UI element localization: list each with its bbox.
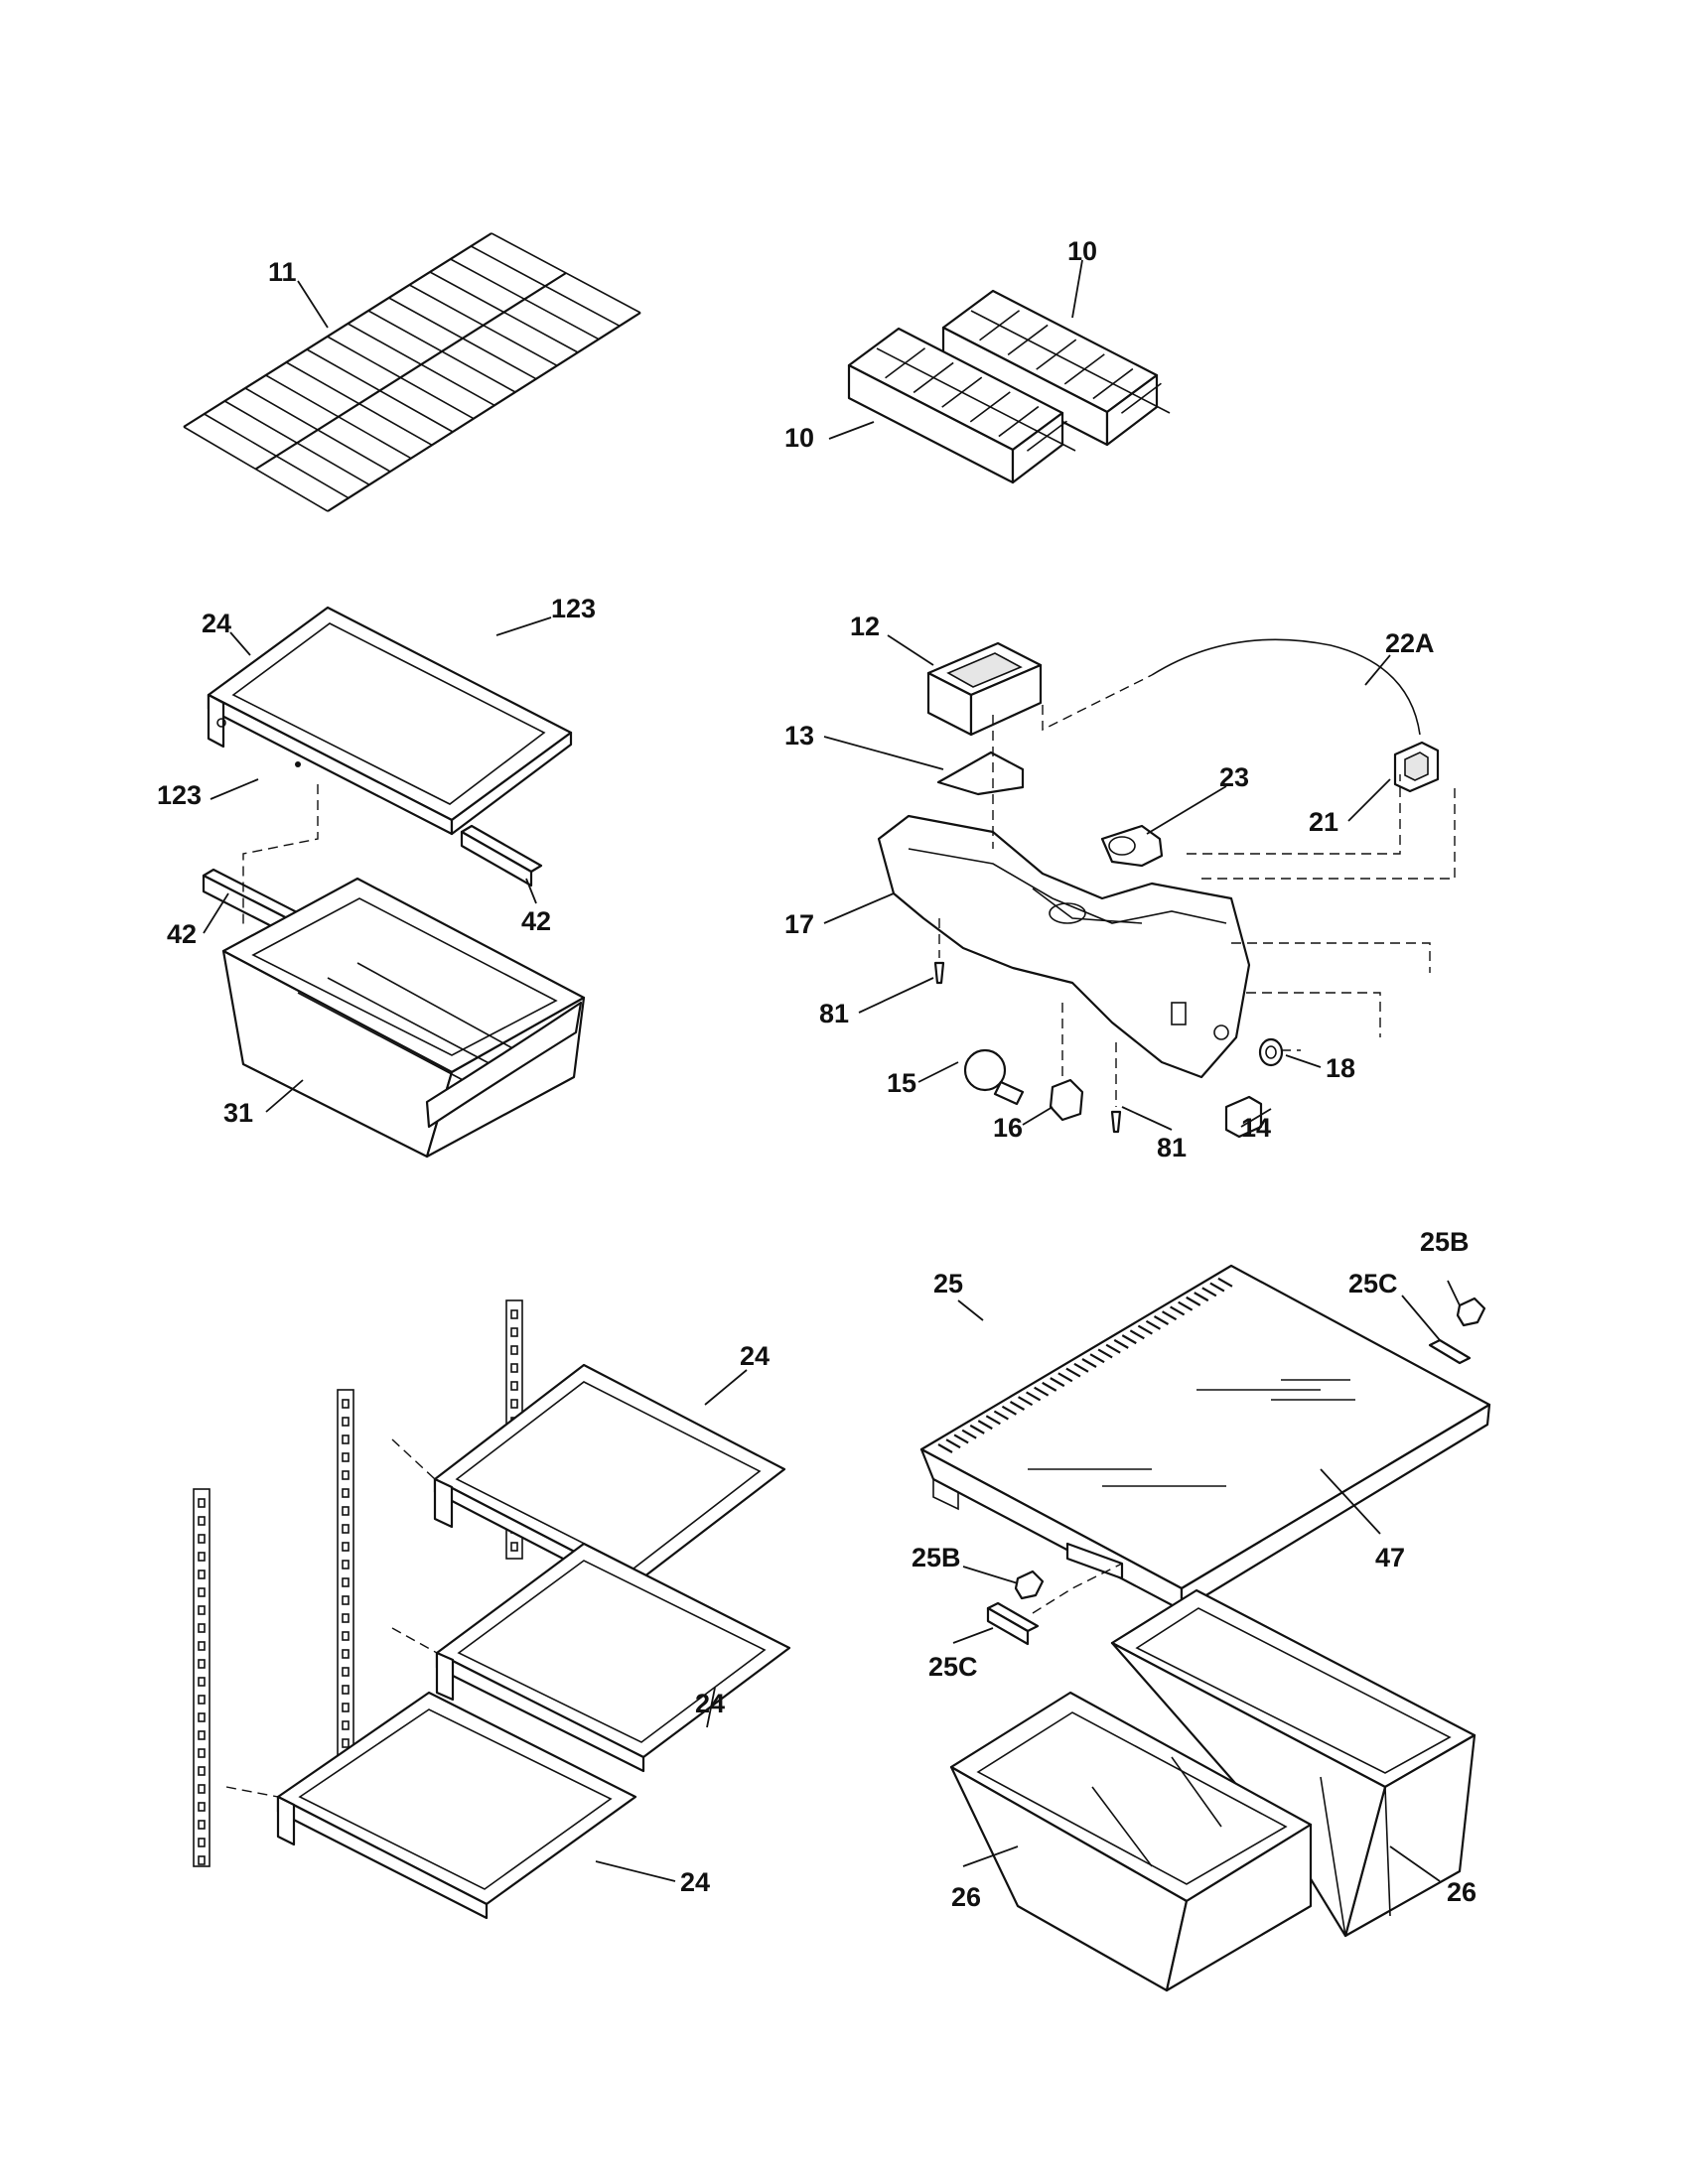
crisper-cover bbox=[919, 1264, 1491, 1612]
light-bulb-15 bbox=[963, 1048, 1025, 1106]
callout-11: 11 bbox=[268, 257, 297, 287]
callout-25C-low: 25C bbox=[928, 1652, 978, 1682]
callout-10-top: 10 bbox=[1067, 236, 1097, 266]
alignment-lines-left bbox=[242, 784, 319, 928]
socket-16 bbox=[1049, 1078, 1084, 1122]
callout-21: 21 bbox=[1309, 807, 1338, 837]
callout-81-right: 81 bbox=[1157, 1133, 1187, 1162]
clip-25B-top bbox=[1456, 1297, 1486, 1327]
glass-shelf-lower-2 bbox=[435, 1542, 791, 1773]
clip-25B-low bbox=[1014, 1570, 1045, 1600]
callout-25B-low: 25B bbox=[912, 1543, 961, 1572]
callout-42-right: 42 bbox=[521, 906, 551, 936]
glass-shelf-top bbox=[207, 606, 573, 836]
alignment-lines-middle bbox=[938, 715, 1456, 1107]
callout-24-top: 24 bbox=[202, 609, 231, 638]
ice-tray-back bbox=[941, 289, 1171, 447]
screw-81-right bbox=[1110, 1110, 1122, 1134]
callout-26-right: 26 bbox=[1447, 1877, 1477, 1907]
tube-22A bbox=[1042, 638, 1421, 736]
callout-25C-top: 25C bbox=[1348, 1269, 1398, 1298]
callout-18: 18 bbox=[1326, 1053, 1355, 1083]
callout-42-left: 42 bbox=[167, 919, 197, 949]
callout-24-lower-2: 24 bbox=[695, 1689, 725, 1718]
callout-25: 25 bbox=[933, 1269, 963, 1298]
callout-labels: 11 10 10 24 123 123 42 42 31 12 13 17 22… bbox=[157, 236, 1477, 1912]
screw-81-left bbox=[933, 961, 945, 985]
shelf-support-right bbox=[460, 824, 543, 887]
crisper-drawer bbox=[221, 877, 586, 1159]
control-23 bbox=[1100, 824, 1164, 868]
callout-17: 17 bbox=[784, 909, 814, 939]
switch-21 bbox=[1393, 741, 1440, 793]
grommet-18 bbox=[1258, 1037, 1284, 1067]
callout-47: 47 bbox=[1375, 1543, 1405, 1572]
alignment-lines-cover bbox=[1032, 1563, 1123, 1614]
callout-23: 23 bbox=[1219, 762, 1249, 792]
callout-13: 13 bbox=[784, 721, 814, 751]
callout-14: 14 bbox=[1241, 1113, 1271, 1143]
callout-16: 16 bbox=[993, 1113, 1023, 1143]
switch-14 bbox=[1224, 1095, 1263, 1139]
callout-10-bottom: 10 bbox=[784, 423, 814, 453]
callout-31: 31 bbox=[223, 1098, 253, 1128]
ice-tray-front bbox=[847, 327, 1076, 484]
bracket-25C-top bbox=[1428, 1338, 1472, 1365]
callout-24-lower-3: 24 bbox=[680, 1867, 710, 1897]
wire-shelf bbox=[183, 232, 641, 512]
chute-13 bbox=[936, 751, 1025, 796]
callout-15: 15 bbox=[887, 1068, 916, 1098]
callout-22A: 22A bbox=[1385, 628, 1435, 658]
bracket-25C-low bbox=[986, 1601, 1040, 1646]
alignment-lines-lower-left bbox=[225, 1438, 438, 1798]
callout-26-left: 26 bbox=[951, 1882, 981, 1912]
callout-24-lower-1: 24 bbox=[740, 1341, 770, 1371]
callout-123-left: 123 bbox=[157, 780, 202, 810]
callout-25B-top: 25B bbox=[1420, 1227, 1470, 1257]
housing-17 bbox=[877, 814, 1251, 1079]
bracket-12 bbox=[926, 641, 1043, 737]
crisper-drawer-left bbox=[949, 1691, 1313, 1992]
callout-12: 12 bbox=[850, 612, 880, 641]
leader-lines bbox=[203, 259, 1461, 1882]
glass-shelf-lower-3 bbox=[276, 1691, 637, 1920]
callout-123-top: 123 bbox=[551, 594, 596, 623]
callout-81-left: 81 bbox=[819, 999, 849, 1028]
